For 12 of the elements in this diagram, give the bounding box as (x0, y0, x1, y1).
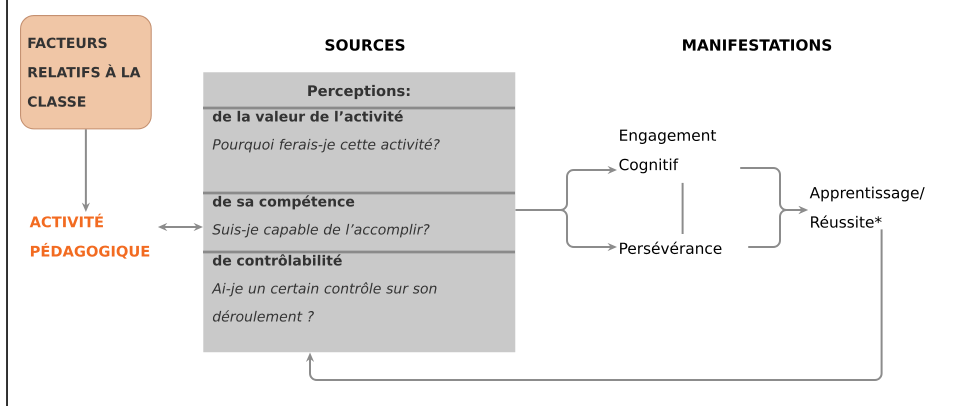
category-box: FACTEURS RELATIFS À LA CLASSE (20, 15, 152, 130)
activity-label: ACTIVITÉ PÉDAGOGIQUE (30, 214, 150, 259)
section-text: de contrôlabilité Ai-je un certain contrôle sur son déroulement ? (212, 254, 436, 322)
outcome-label: Persévérance (620, 242, 722, 254)
outcome-label: Engagement Cognitif (619, 130, 716, 174)
column-heading: SOURCES (326, 39, 404, 51)
section-text: de la valeur de l’activité Pourquoi ferais-je cette activité? (212, 110, 440, 152)
connector-line (682, 182, 684, 234)
arrow (306, 229, 883, 381)
result-label: Apprentissage/ Réussite* (810, 186, 925, 228)
column-heading: MANIFESTATIONS (683, 39, 832, 51)
section-text: de sa compétence Suis-je capable de l’accomplir? (212, 195, 430, 238)
